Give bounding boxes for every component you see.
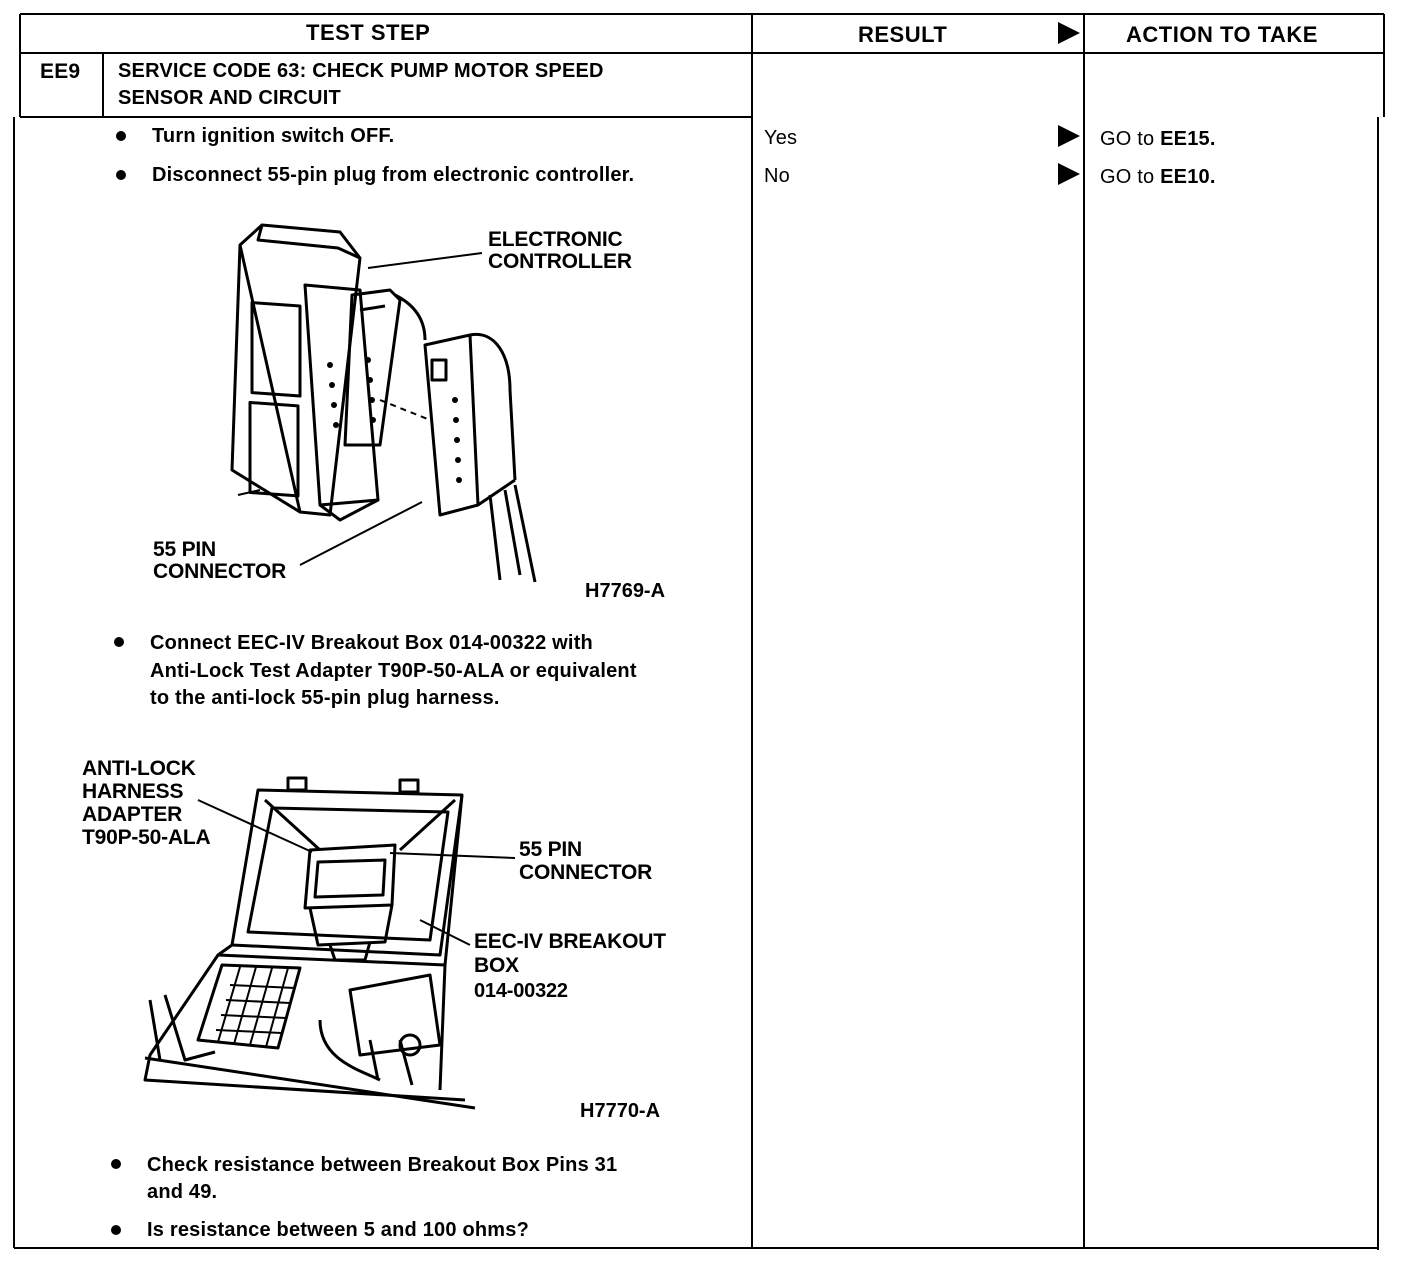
result-yes: Yes [764,127,798,149]
figure1-label-controller: CONTROLLER [488,250,632,273]
action-target-link[interactable]: EE15. [1160,128,1216,150]
bullet-icon [116,131,126,141]
figure2-label-connector: CONNECTOR [519,861,653,884]
figure2-id: H7770-A [580,1100,661,1122]
action-yes: GO to EE15. [1100,126,1216,153]
result-arrow-icon [1058,163,1080,185]
action-no: GO to EE10. [1100,164,1216,191]
result-no: No [764,165,790,187]
instruction-2: Disconnect 55-pin plug from electronic c… [152,164,635,186]
figure2-label-adapter: ANTI-LOCK [82,757,196,780]
header-test-step: TEST STEP [306,20,431,45]
figure2-label-connector: 55 PIN [519,838,582,861]
figure2-label-adapter: ADAPTER [82,803,183,826]
figure2-label-adapter: T90P-50-ALA [82,826,211,849]
bullet-icon [111,1225,121,1235]
figure1-label-connector: CONNECTOR [153,560,287,583]
header-action: ACTION TO TAKE [1126,22,1318,47]
figure2-label-box: 014-00322 [474,980,568,1002]
figure1-label-connector: 55 PIN [153,538,216,561]
action-target-link[interactable]: EE10. [1160,166,1216,188]
result-arrow-icon [1058,125,1080,147]
header-arrow-icon [1058,22,1080,44]
figure2-label-box: BOX [474,954,519,977]
bullet-icon [114,637,124,647]
bullet-icon [111,1159,121,1169]
instruction-5-question: Is resistance between 5 and 100 ohms? [147,1219,529,1241]
action-prefix: GO to [1100,166,1161,188]
figure1-label-controller: ELECTRONIC [488,228,623,251]
instruction-3-line3: to the anti-lock 55-pin plug harness. [150,687,500,709]
instruction-4-line1: Check resistance between Breakout Box Pi… [147,1154,618,1176]
figure2-label-adapter: HARNESS [82,780,184,803]
figure2-label-box: EEC-IV BREAKOUT [474,930,666,953]
step-title-line2: SENSOR AND CIRCUIT [118,87,341,109]
header-result: RESULT [858,22,948,47]
instruction-4-line2: and 49. [147,1181,218,1203]
step-title-line1: SERVICE CODE 63: CHECK PUMP MOTOR SPEED [118,60,604,82]
figure1-id: H7769-A [585,580,666,602]
action-prefix: GO to [1100,128,1161,150]
step-id: EE9 [40,60,81,83]
instruction-3-line1: Connect EEC-IV Breakout Box 014-00322 wi… [150,632,593,654]
bullet-icon [116,170,126,180]
instruction-3-line2: Anti-Lock Test Adapter T90P-50-ALA or eq… [150,660,637,682]
instruction-1: Turn ignition switch OFF. [152,125,395,147]
